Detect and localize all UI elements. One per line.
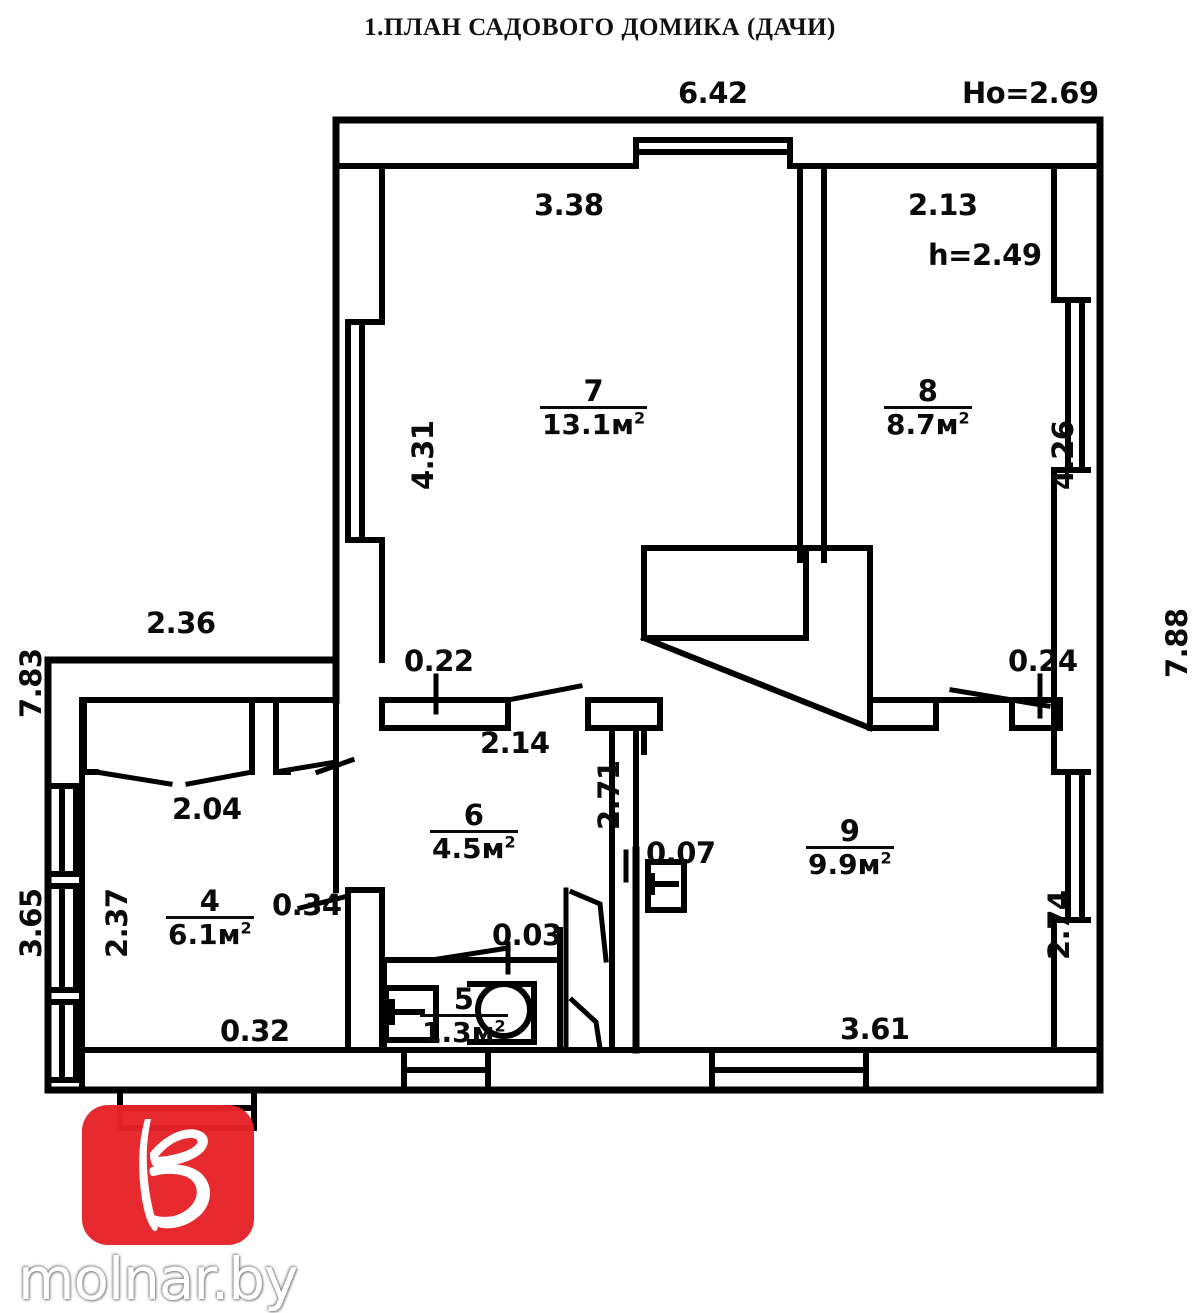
room-number-6: 6: [463, 798, 484, 832]
room-label-9: 9 9.9м2: [806, 814, 894, 881]
room-area-9: 9.9м2: [806, 845, 894, 881]
watermark-text: molnar.by: [18, 1245, 298, 1313]
room-label-6: 6 4.5м2: [430, 798, 518, 865]
room-area-7: 13.1м2: [540, 405, 648, 441]
dimension-right-total: 7.88: [1160, 608, 1194, 678]
dimension-porch-top: 2.36: [146, 606, 216, 640]
dimension-room7-height: 4.31: [406, 420, 440, 490]
dimension-wall-034: 0.34: [272, 888, 342, 922]
room-number-5: 5: [453, 982, 474, 1016]
dimension-overall-height: Ho=2.69: [962, 76, 1099, 110]
room-area-5: 1.3м2: [420, 1013, 508, 1049]
dimension-porch-inner: 2.04: [172, 792, 242, 826]
molnar-b-icon: [139, 1119, 210, 1232]
room-area-8: 8.7м2: [884, 405, 972, 441]
page-title: 1.ПЛАН САДОВОГО ДОМИКА (ДАЧИ): [364, 14, 836, 41]
room-area-4: 6.1м2: [166, 915, 254, 951]
dimension-room9-width: 3.61: [840, 1012, 910, 1046]
dimension-wall-022: 0.22: [404, 644, 474, 678]
room-number-8: 8: [917, 374, 938, 408]
dimension-wall-032: 0.32: [220, 1014, 290, 1048]
dimension-room9-height: 2.74: [1042, 890, 1076, 960]
dimension-left-total: 7.83: [14, 648, 48, 718]
dimension-room6-width: 2.14: [480, 726, 550, 760]
room-label-8: 8 8.7м2: [884, 374, 972, 441]
room-number-4: 4: [199, 884, 220, 918]
dimension-left-lower: 3.65: [14, 888, 48, 958]
dimension-top-main: 6.42: [678, 76, 748, 110]
room-area-6: 4.5м2: [430, 829, 518, 865]
dimension-room4-height: 2.37: [100, 888, 134, 958]
room-number-7: 7: [583, 374, 604, 408]
room-label-7: 7 13.1м2: [540, 374, 648, 441]
dimension-room6-height: 2.71: [592, 760, 626, 830]
dimension-room8-height-label: h=2.49: [928, 238, 1042, 272]
dimension-room8-height: 4.26: [1046, 420, 1080, 490]
room-number-9: 9: [839, 814, 860, 848]
dimension-room8-width: 2.13: [908, 188, 978, 222]
dimension-room7-width: 3.38: [534, 188, 604, 222]
dimension-wall-007: 0.07: [646, 836, 716, 870]
room-label-5: 5 1.3м2: [420, 982, 508, 1049]
dimension-wall-003: 0.03: [492, 918, 562, 952]
room-label-4: 4 6.1м2: [166, 884, 254, 951]
dimension-wall-024: 0.24: [1008, 644, 1078, 678]
